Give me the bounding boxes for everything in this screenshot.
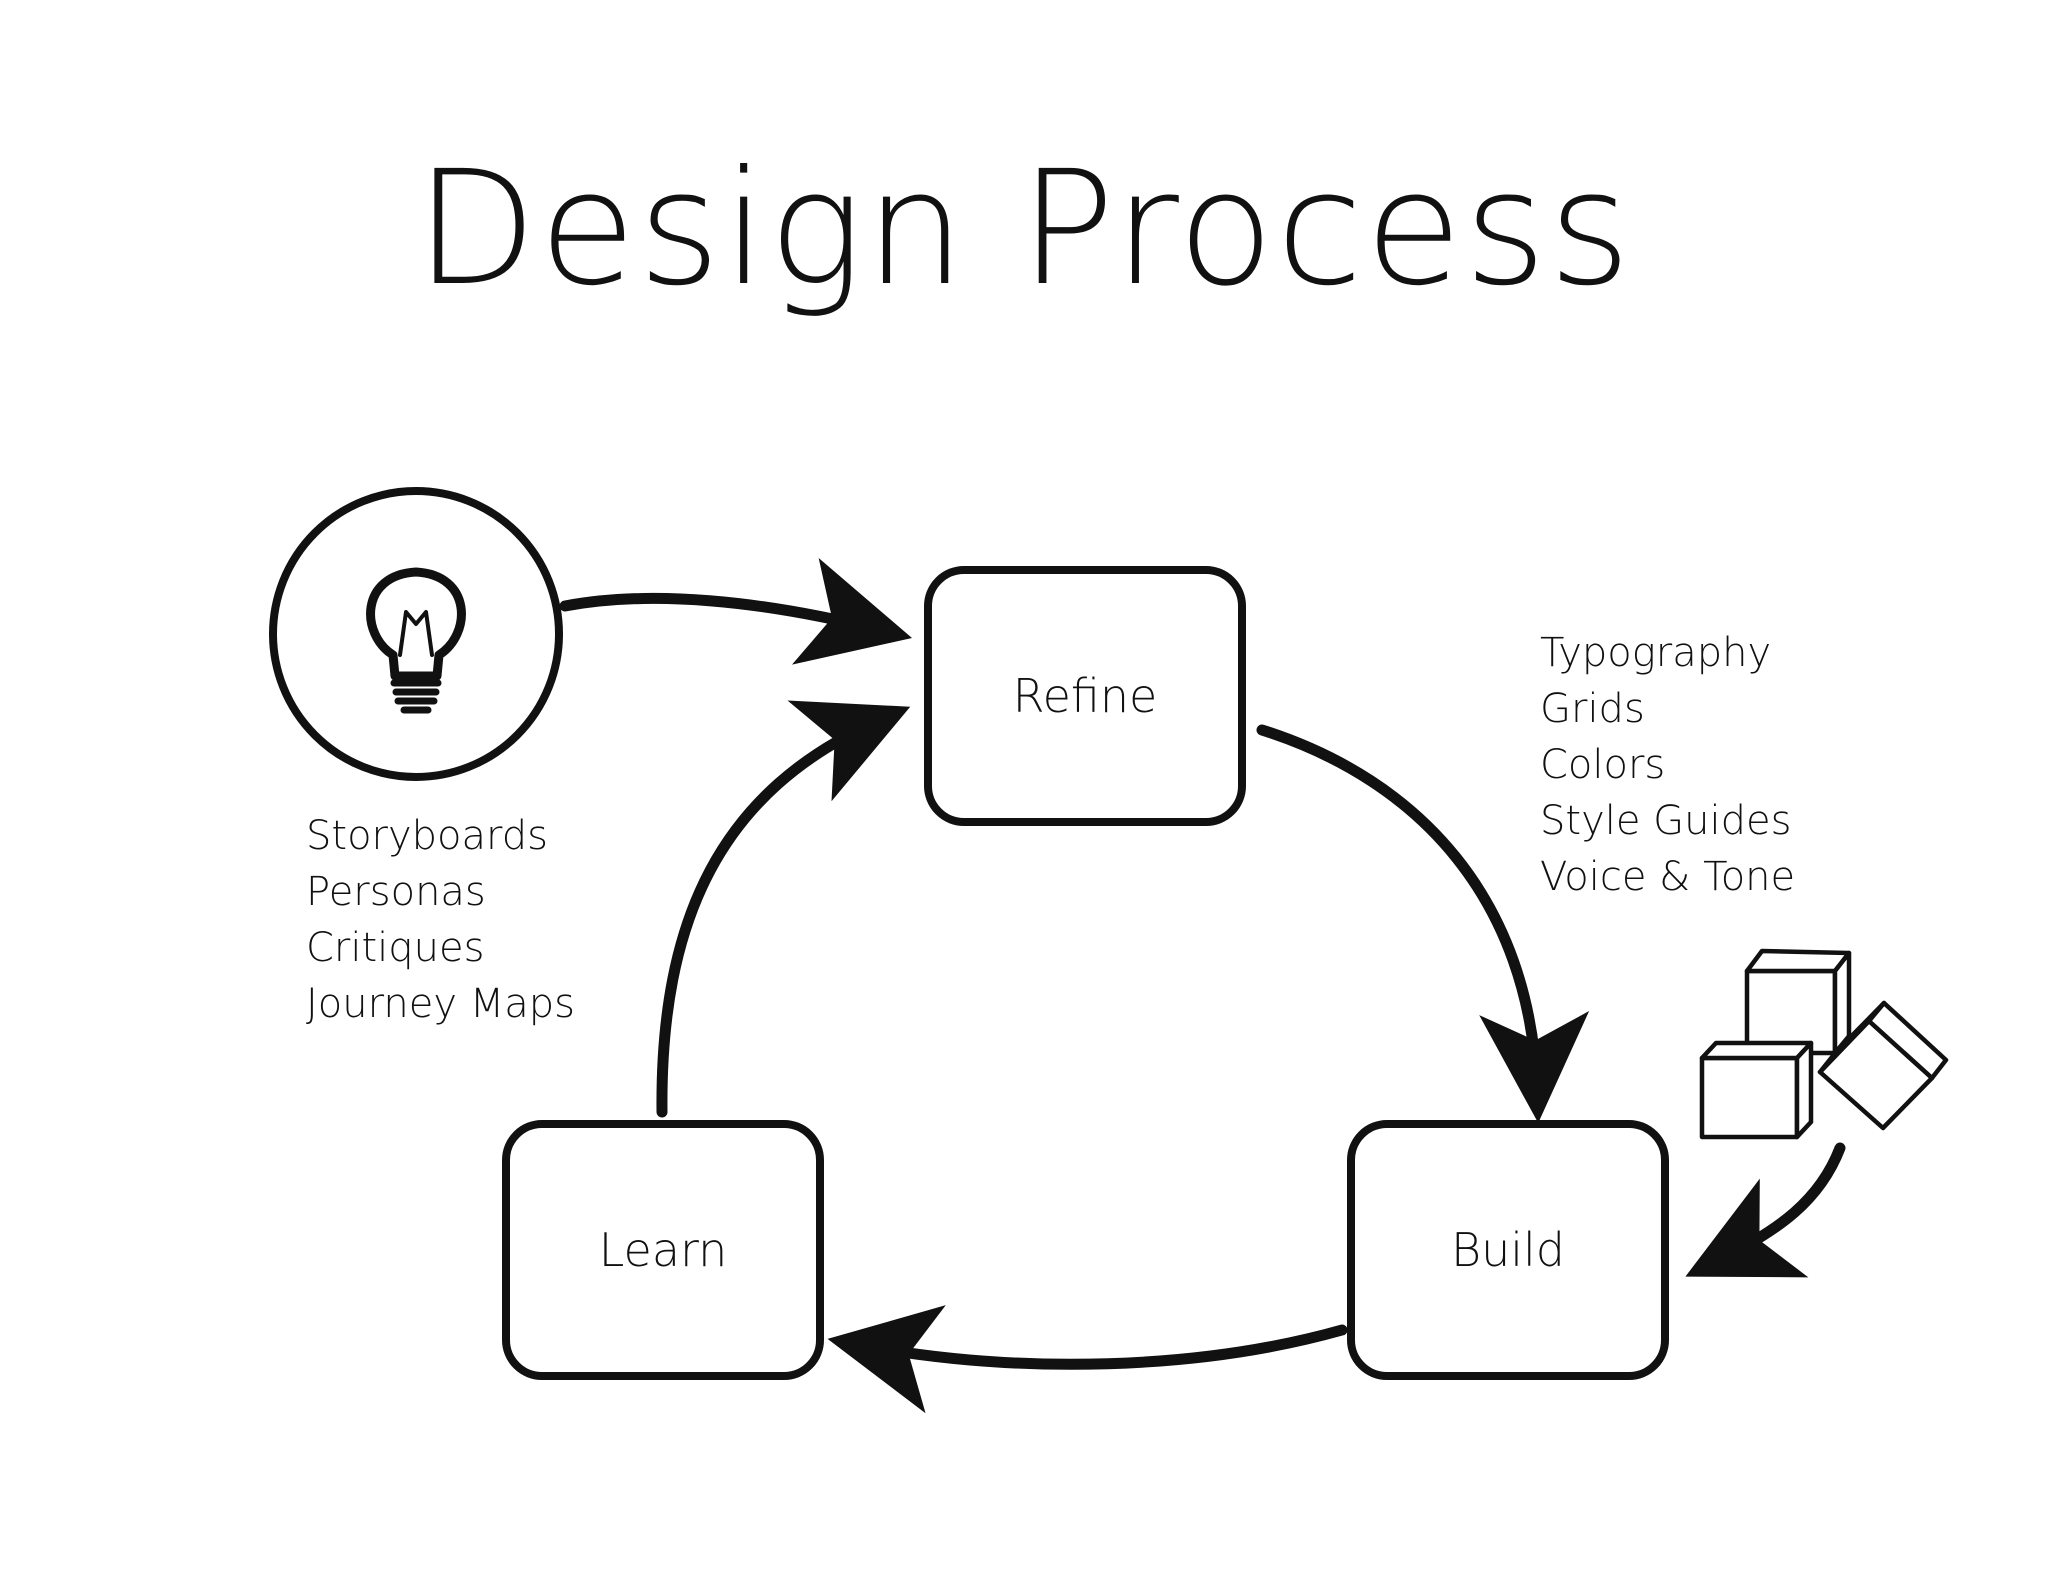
learn-label: Learn — [598, 1223, 728, 1277]
list-item: Colors — [1540, 742, 1666, 788]
list-item: Voice & Tone — [1540, 854, 1796, 900]
cube-right — [1817, 1000, 1949, 1131]
build-elements-list: Typography Grids Colors Style Guides Voi… — [1540, 625, 1795, 905]
list-item: Personas — [306, 869, 486, 915]
idea-node — [269, 487, 563, 781]
refine-label: Refine — [1012, 669, 1158, 723]
list-item: Storyboards — [306, 813, 549, 859]
learn-node: Learn — [502, 1120, 824, 1380]
idea-circle — [269, 487, 563, 781]
arrow-cubes-to-build — [1685, 1142, 1846, 1278]
lightbulb-icon — [366, 567, 466, 714]
list-item: Critiques — [306, 925, 485, 971]
cubes-icon — [1699, 948, 1949, 1140]
arrow-build-to-learn — [827, 1305, 1348, 1414]
list-item: Grids — [1540, 686, 1645, 732]
arrow-learn-to-refine — [656, 700, 911, 1118]
arrow-refine-to-build — [1256, 724, 1590, 1123]
page-title: Design Process — [415, 137, 1633, 321]
cube-top — [1744, 948, 1852, 1056]
arrow-idea-to-refine — [559, 557, 913, 665]
flow-arrows — [559, 557, 1846, 1414]
refine-node: Refine — [924, 566, 1246, 826]
cube-left — [1699, 1040, 1814, 1140]
list-item: Style Guides — [1540, 798, 1792, 844]
build-node: Build — [1347, 1120, 1669, 1380]
list-item: Typography — [1540, 630, 1772, 676]
ideation-methods-list: Storyboards Personas Critiques Journey M… — [306, 808, 575, 1032]
build-label: Build — [1450, 1223, 1566, 1277]
list-item: Journey Maps — [306, 981, 575, 1027]
